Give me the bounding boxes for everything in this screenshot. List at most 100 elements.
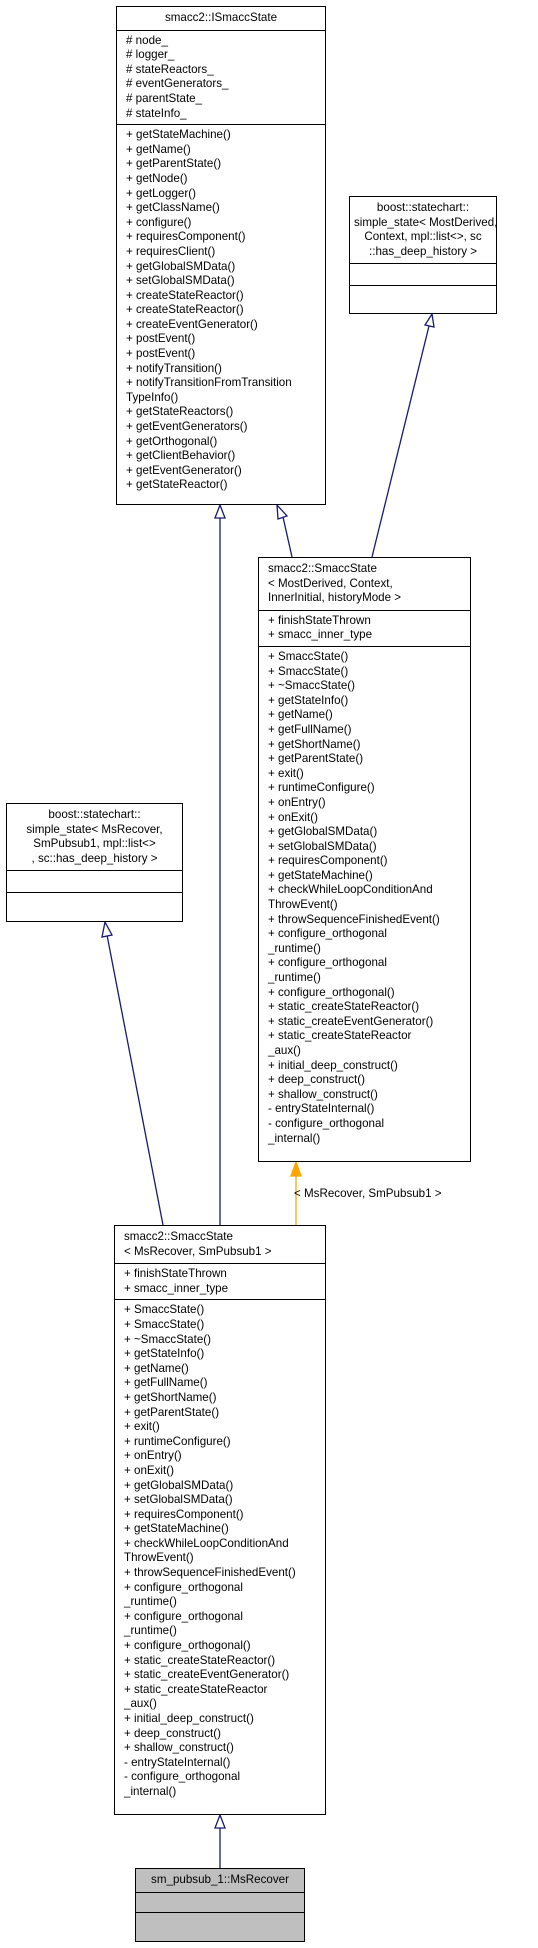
class-node-smaccstate-msrecover[interactable]: smacc2::SmaccState< MsRecover, SmPubsub1… xyxy=(114,1225,326,1815)
class-title-line: , sc::has_deep_history > xyxy=(31,851,158,865)
method-entry: + configure_orthogonal xyxy=(124,1580,243,1594)
class-node-ismaccstate[interactable]: smacc2::ISmaccState # node_# logger_# st… xyxy=(116,6,326,505)
method-entry: + checkWhileLoopConditionAnd xyxy=(268,883,433,897)
method-entry: + requiresClient() xyxy=(126,244,216,258)
method-entry: + getName() xyxy=(124,1361,189,1375)
method-entry: + configure() xyxy=(126,215,192,229)
method-entry: _runtime() xyxy=(268,971,321,985)
class-title-line: smacc2::ISmaccState xyxy=(164,11,278,24)
method-entry: - entryStateInternal() xyxy=(268,1102,375,1116)
method-entry: + throwSequenceFinishedEvent() xyxy=(124,1566,296,1580)
methods-section: + SmaccState()+ SmaccState()+ ~SmaccStat… xyxy=(115,1299,325,1802)
method-entry: _runtime() xyxy=(124,1595,177,1609)
method-entry: + getLogger() xyxy=(126,186,196,200)
method-entry: + getStateReactor() xyxy=(126,478,228,492)
method-entry: + SmaccState() xyxy=(268,649,349,663)
method-entry: _aux() xyxy=(124,1697,157,1711)
method-entry: + createEventGenerator() xyxy=(126,317,258,331)
method-entry: + static_createStateReactor() xyxy=(268,1000,420,1014)
method-entry: + setGlobalSMData() xyxy=(126,274,235,288)
method-entry: + setGlobalSMData() xyxy=(124,1493,233,1507)
edge-msrecover-to-ms-state xyxy=(214,1813,226,1868)
class-title: boost::statechart::simple_state< MostDer… xyxy=(350,197,498,263)
method-entry: + configure_orthogonal() xyxy=(268,985,395,999)
class-title-line: Context, mpl::list<>, sc xyxy=(364,230,482,244)
method-entry: + getStateMachine() xyxy=(126,128,231,142)
class-title-line: boost::statechart:: xyxy=(48,808,141,821)
class-title-line: < MsRecover, SmPubsub1 > xyxy=(124,1244,272,1258)
method-entry: _runtime() xyxy=(268,941,321,955)
class-node-smaccstate-template[interactable]: smacc2::SmaccState< MostDerived, Context… xyxy=(258,557,471,1162)
class-title-line: sm_pubsub_1::MsRecover xyxy=(151,1873,289,1886)
class-title: smacc2::SmaccState< MostDerived, Context… xyxy=(259,558,470,610)
method-entry: + getGlobalSMData() xyxy=(126,259,236,273)
class-title-line: SmPubsub1, mpl::list<> xyxy=(33,837,156,851)
method-entry: + exit() xyxy=(268,766,304,780)
methods-section xyxy=(350,285,496,307)
edge-template-to-istate xyxy=(276,503,293,558)
method-entry: + postEvent() xyxy=(126,347,196,361)
method-entry: + getGlobalSMData() xyxy=(268,825,378,839)
method-entry: + getName() xyxy=(268,708,333,722)
attribute-entry: + smacc_inner_type xyxy=(268,628,373,642)
methods-section: + getStateMachine()+ getName()+ getParen… xyxy=(117,124,325,496)
method-entry: + getParentState() xyxy=(126,157,222,171)
method-entry: + getFullName() xyxy=(124,1376,208,1390)
attribute-entry: + smacc_inner_type xyxy=(124,1281,229,1295)
method-entry: + shallow_construct() xyxy=(268,1087,378,1101)
attribute-entry: # logger_ xyxy=(126,48,175,62)
method-entry: + configure_orthogonal xyxy=(268,927,387,941)
method-entry: + SmaccState() xyxy=(268,664,349,678)
class-title-line: < MostDerived, Context, xyxy=(268,576,393,590)
method-entry: + deep_construct() xyxy=(268,1073,365,1087)
method-entry: - configure_orthogonal xyxy=(268,1116,385,1130)
method-entry: + getFullName() xyxy=(268,722,352,736)
class-title: smacc2::ISmaccState xyxy=(117,7,325,30)
method-entry: _runtime() xyxy=(124,1624,177,1638)
method-entry: ThrowEvent() xyxy=(124,1551,194,1565)
class-node-msrecover[interactable]: sm_pubsub_1::MsRecover xyxy=(135,1868,305,1942)
method-entry: + setGlobalSMData() xyxy=(268,839,377,853)
method-entry: + runtimeConfigure() xyxy=(268,781,375,795)
method-entry: + getGlobalSMData() xyxy=(124,1478,234,1492)
edge-ms-state-to-istate xyxy=(214,503,226,1225)
method-entry: + createStateReactor() xyxy=(126,288,244,302)
method-entry: - configure_orthogonal xyxy=(124,1770,241,1784)
methods-section xyxy=(136,1911,304,1932)
method-entry: + static_createStateReactor xyxy=(124,1682,268,1696)
class-title: smacc2::SmaccState< MsRecover, SmPubsub1… xyxy=(115,1226,325,1263)
method-entry: + shallow_construct() xyxy=(124,1741,234,1755)
edge-label-template-binding: < MsRecover, SmPubsub1 > xyxy=(294,1187,442,1200)
method-entry: + SmaccState() xyxy=(124,1317,205,1331)
attribute-entry: # node_ xyxy=(126,33,168,47)
attributes-section xyxy=(7,870,182,892)
attribute-entry: + finishStateThrown xyxy=(268,613,371,627)
class-title-line: simple_state< MostDerived, xyxy=(354,215,498,229)
edge-template-binding xyxy=(290,1160,302,1225)
method-entry: + getParentState() xyxy=(268,752,364,766)
method-entry: + exit() xyxy=(124,1420,160,1434)
class-node-simple-state-generic[interactable]: boost::statechart::simple_state< MostDer… xyxy=(349,196,497,314)
class-title-line: smacc2::SmaccState xyxy=(124,1230,233,1243)
method-entry: + configure_orthogonal() xyxy=(124,1639,251,1653)
methods-section: + SmaccState()+ SmaccState()+ ~SmaccStat… xyxy=(259,645,470,1149)
class-title-line: ::has_deep_history > xyxy=(369,244,477,258)
method-entry: + ~SmaccState() xyxy=(268,679,355,693)
class-node-simple-state-msrecover[interactable]: boost::statechart::simple_state< MsRecov… xyxy=(6,803,183,922)
method-entry: _aux() xyxy=(268,1044,301,1057)
attributes-section: + finishStateThrown+ smacc_inner_type xyxy=(259,609,470,646)
method-entry: + checkWhileLoopConditionAnd xyxy=(124,1536,289,1550)
method-entry: _internal() xyxy=(268,1131,321,1145)
method-entry: + static_createStateReactor xyxy=(268,1029,412,1043)
method-entry: + getClassName() xyxy=(126,201,220,215)
method-entry: + getName() xyxy=(126,142,191,156)
attributes-section: + finishStateThrown+ smacc_inner_type xyxy=(115,1263,325,1299)
method-entry: + getOrthogonal() xyxy=(126,434,218,448)
method-entry: + notifyTransitionFromTransition xyxy=(126,376,292,390)
attributes-section: # node_# logger_# stateReactors_# eventG… xyxy=(117,29,325,125)
class-title: sm_pubsub_1::MsRecover xyxy=(136,1869,304,1892)
method-entry: + deep_construct() xyxy=(124,1726,221,1740)
method-entry: ThrowEvent() xyxy=(268,898,338,912)
class-title: boost::statechart::simple_state< MsRecov… xyxy=(7,804,182,870)
